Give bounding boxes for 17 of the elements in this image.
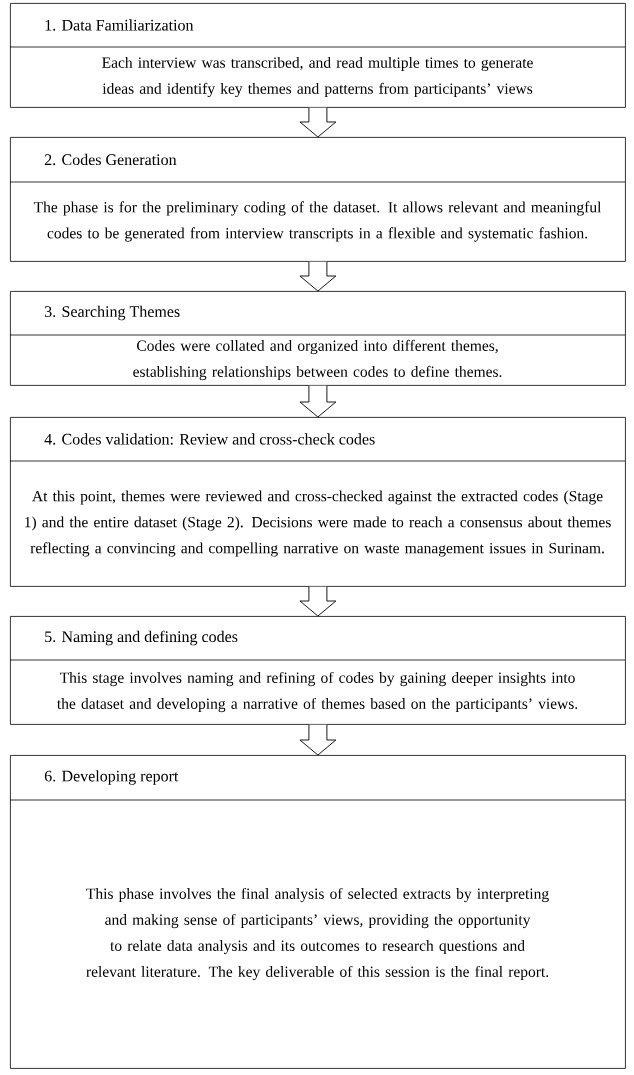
stage-description: Each interview was transcribed, and read multiple times to generate ideas and identify key themes and patterns from participants’ views [102, 56, 533, 98]
stage-heading: 4. Codes validation: Review and cross-check codes [44, 433, 375, 445]
hollow-arrow [299, 261, 337, 292]
stage-description: Codes were collated and organized into different themes, establishing relationships between codes to define themes. [133, 339, 502, 381]
stage-heading: 2. Codes Generation [44, 153, 177, 166]
hollow-arrow [299, 107, 337, 138]
stage-description: This phase involves the final analysis of selected extracts by interpreting and making sense of participants’ views, providing the opportunity to relate data analysis and its outcomes to research questions and relevant literature. The key deliverable of this session is the final report. [86, 887, 549, 981]
stage-description: The phase is for the preliminary coding of the dataset. It allows relevant and meaningful codes to be generated from interview transcripts in a flexible and systematic fashion. [33, 201, 602, 242]
stage-heading: 6. Developing report [44, 770, 179, 785]
stage-heading: 1. Data Familiarization [45, 19, 194, 31]
hollow-arrow [299, 586, 337, 617]
stage-description: At this point, themes were reviewed and cross-checked against the extracted codes (Stage 1) and the entire dataset (Stage 2). Decisions were made to reach a consensus about themes reflecting a convincing and compelling narrative on waste management issues in Surinam. [25, 490, 611, 557]
stage-heading: 3. Searching Themes [44, 305, 180, 321]
stage-heading: 5. Naming and defining codes [45, 630, 238, 646]
stage-description: This stage involves naming and refining of codes by gaining deeper insights into the dataset and developing a narrative of themes based on the participants’ views. [57, 671, 578, 713]
hollow-arrow [299, 385, 337, 418]
hollow-arrow [299, 724, 337, 756]
